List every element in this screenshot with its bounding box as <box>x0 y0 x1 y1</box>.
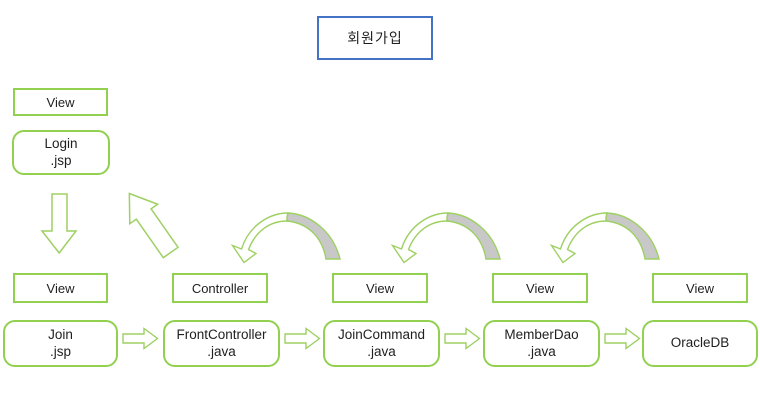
node-line-1: JoinCommand <box>337 326 426 342</box>
label-box-view-join: View <box>13 273 108 303</box>
label-text: View <box>46 94 75 110</box>
page-title: 회원가입 <box>347 30 403 46</box>
flow-arrow-right-icon <box>604 327 641 350</box>
label-text: Controller <box>191 280 249 296</box>
node-join-jsp: Join .jsp <box>3 320 118 367</box>
label-box-view-memberdao: View <box>492 273 588 303</box>
node-frontcontroller-java: FrontController .java <box>163 320 280 367</box>
node-line-2: .jsp <box>50 152 72 168</box>
label-box-view-joincommand: View <box>332 273 428 303</box>
curved-return-arrow-icon <box>230 212 341 264</box>
up-left-arrow-icon <box>128 192 180 259</box>
node-line-2: .jsp <box>49 343 71 359</box>
node-joincommand-java: JoinCommand .java <box>323 320 440 367</box>
node-line-1: Login <box>44 135 78 151</box>
flow-arrow-right-icon <box>122 327 159 350</box>
node-line-2: .java <box>367 343 396 359</box>
flow-arrow-right-icon <box>284 327 321 350</box>
label-box-view-oracledb: View <box>652 273 748 303</box>
node-line-1: OracleDB <box>670 335 730 351</box>
label-box-view-login: View <box>13 88 108 116</box>
node-line-2: .java <box>207 343 236 359</box>
label-text: View <box>366 280 394 296</box>
label-box-controller: Controller <box>172 273 268 303</box>
label-text: View <box>526 280 554 296</box>
node-oracledb: OracleDB <box>642 320 758 367</box>
node-line-1: Join <box>48 326 73 342</box>
curved-return-arrow-icon <box>549 212 660 264</box>
curved-return-arrow-icon <box>390 212 501 264</box>
node-memberdao-java: MemberDao .java <box>483 320 600 367</box>
node-line-2: .java <box>527 343 556 359</box>
label-text: View <box>686 280 714 296</box>
title-box: 회원가입 <box>317 16 433 60</box>
node-line-1: MemberDao <box>504 326 579 342</box>
node-login-jsp: Login .jsp <box>12 130 110 175</box>
down-arrow-icon <box>40 193 78 255</box>
label-text: View <box>46 280 75 296</box>
node-line-1: FrontController <box>176 326 267 342</box>
flow-arrow-right-icon <box>444 327 481 350</box>
